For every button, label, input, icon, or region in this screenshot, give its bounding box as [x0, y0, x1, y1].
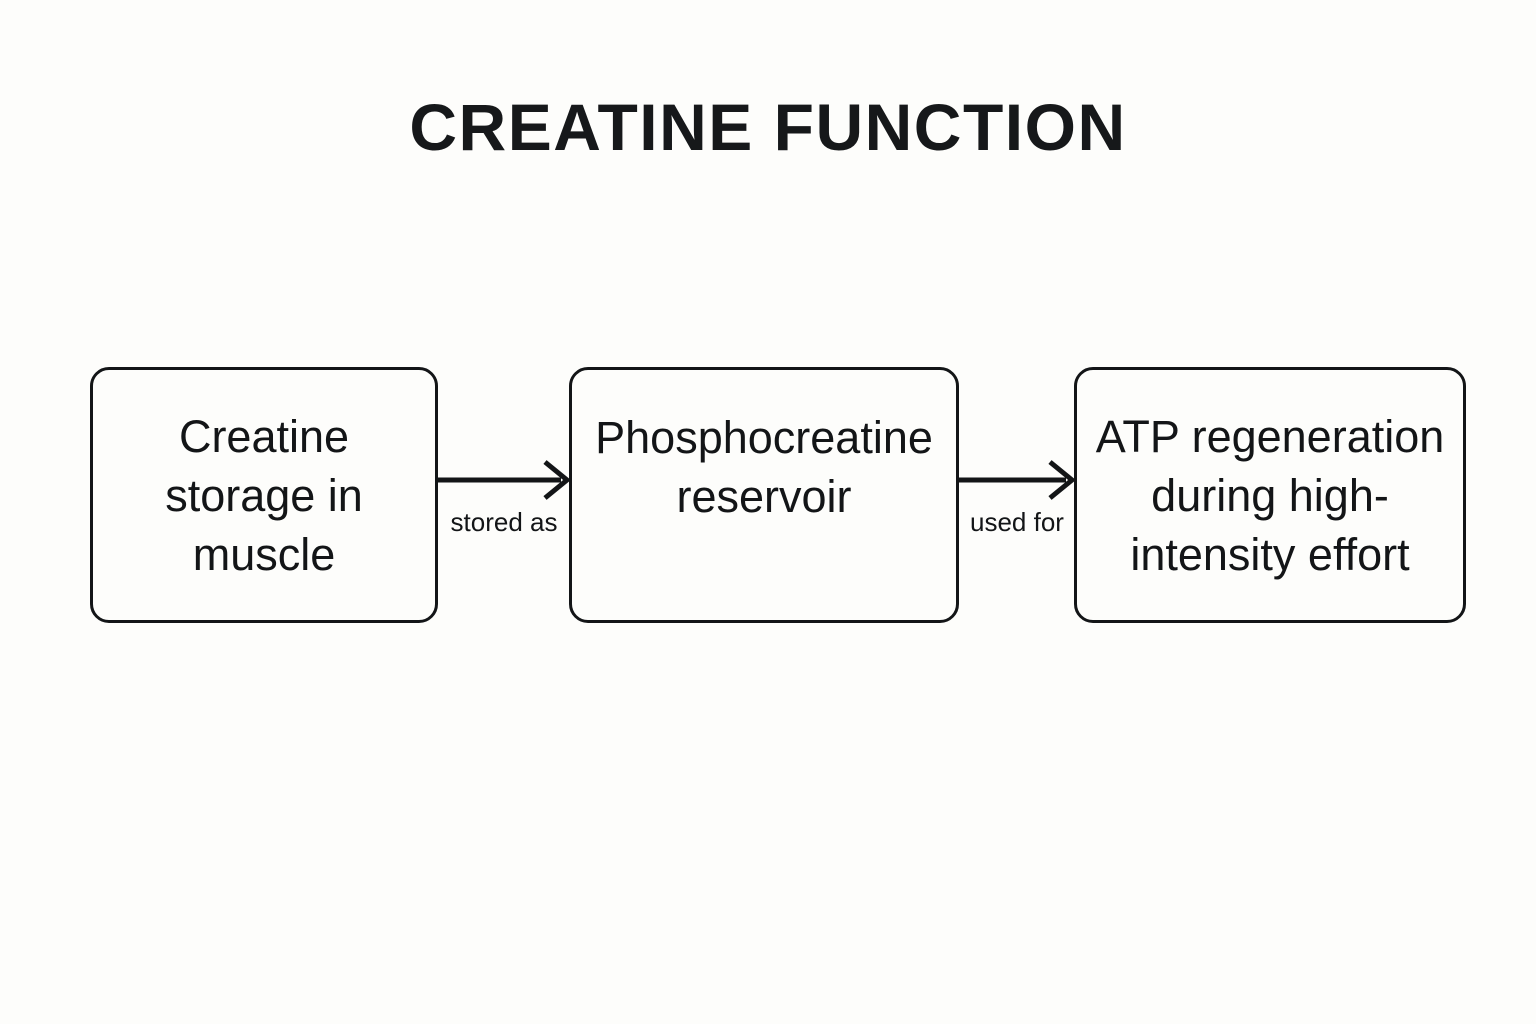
flow-node-label: Creatine storage in muscle [165, 410, 363, 580]
page-title: CREATINE FUNCTION [409, 90, 1127, 164]
edge-used-for [958, 460, 1076, 500]
flow-node-phosphocreatine-reservoir[interactable]: Phosphocreatine reservoir [569, 367, 959, 623]
arrow-right-icon [958, 460, 1076, 500]
edge-stored-as [437, 460, 571, 500]
flow-node-label: ATP regeneration during high-intensity e… [1095, 410, 1445, 580]
arrow-right-icon [437, 460, 571, 500]
flow-node-atp-regeneration[interactable]: ATP regeneration during high-intensity e… [1074, 367, 1466, 623]
flow-node-label: Phosphocreatine reservoir [595, 412, 933, 522]
flow-node-creatine-storage[interactable]: Creatine storage in muscle [90, 367, 438, 623]
edge-label-stored-as: stored as [450, 507, 558, 537]
edge-label-used-for: used for [970, 507, 1064, 537]
